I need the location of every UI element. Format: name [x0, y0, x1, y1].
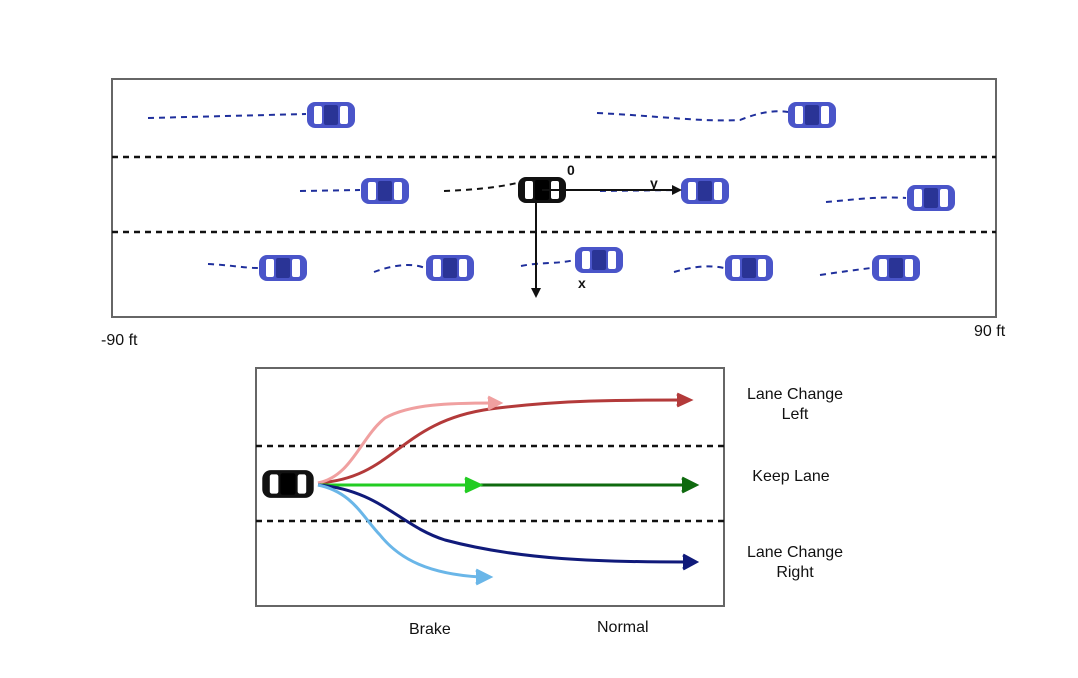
maneuver-label-keep-lane: Keep Lane: [752, 468, 830, 485]
lane-change-right-normal-trajectory: [317, 483, 689, 564]
trail: [596, 110, 789, 122]
lane-change-right-normal-arrowhead: [682, 553, 700, 571]
y-axis-label: y: [650, 175, 658, 191]
range-right-label: 90 ft: [974, 323, 1006, 340]
trail: [147, 113, 307, 119]
trail: [673, 265, 725, 273]
vehicle-car-icon: [788, 102, 836, 128]
ego-trail: [443, 182, 518, 192]
lane-change-left-normal-arrowhead: [676, 392, 694, 408]
trail: [373, 264, 426, 273]
vehicle-car-icon: [907, 185, 955, 211]
vehicle-car-icon: [259, 255, 307, 281]
vehicle-car-icon: [725, 255, 773, 281]
range-left-label: -90 ft: [101, 332, 138, 349]
origin-label: 0: [567, 162, 575, 178]
lane-change-right-brake-arrowhead: [475, 568, 494, 586]
speed-mode-normal-label: Normal: [597, 619, 649, 636]
vehicle-car-icon: [872, 255, 920, 281]
keep-lane-normal-arrowhead: [681, 476, 700, 494]
vehicle-car-icon: [307, 102, 355, 128]
speed-mode-brake-label: Brake: [409, 621, 451, 638]
vehicle-car-icon: [575, 247, 623, 273]
maneuver-label-lane-change-left: Lane Change Left: [746, 386, 844, 423]
trail: [207, 263, 259, 269]
keep-lane-brake-arrowhead: [464, 476, 484, 494]
vehicle-trails: [147, 110, 907, 276]
lane-change-right-brake-trajectory: [317, 483, 481, 579]
vehicle-car-icon: [681, 178, 729, 204]
maneuver-label-lane-change-right: Lane Change Right: [746, 544, 844, 581]
x-axis-label: x: [578, 275, 586, 291]
trail: [819, 267, 872, 276]
vehicle-car-icon: [426, 255, 474, 281]
vehicle-car-icon: [361, 178, 409, 204]
trail: [520, 259, 575, 267]
lane-change-left-brake-trajectory: [317, 401, 495, 485]
maneuver-ego-car-icon: [262, 470, 314, 498]
lane-change-left-brake-arrowhead: [487, 395, 504, 411]
